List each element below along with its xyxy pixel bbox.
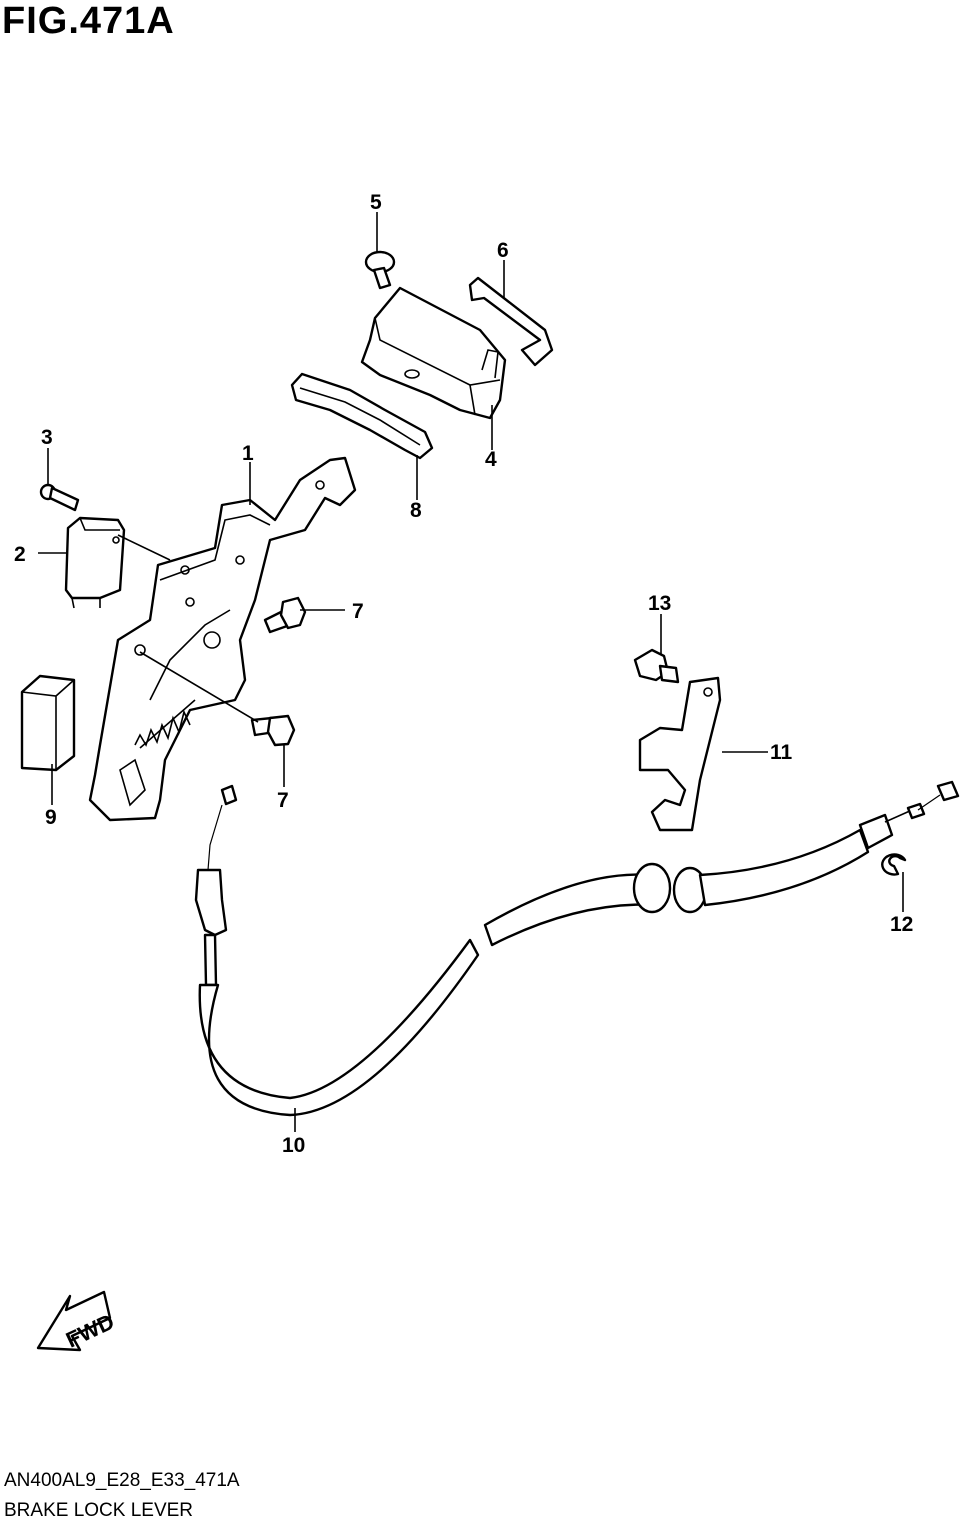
part-5-screw[interactable]: [364, 250, 396, 290]
part-9-block[interactable]: [20, 674, 76, 772]
model-code: AN400AL9_E28_E33_471A: [4, 1470, 240, 1491]
fwd-arrow-icon: FWD: [36, 1290, 118, 1353]
callout-3: 3: [41, 426, 53, 449]
part-2-switch[interactable]: [64, 516, 126, 609]
part-7-bolt-lower[interactable]: [250, 714, 296, 747]
part-4-cover[interactable]: [360, 286, 507, 420]
callout-7-lower: 7: [277, 789, 289, 812]
part-6-clip[interactable]: [468, 276, 554, 367]
callout-12: 12: [890, 913, 913, 936]
part-12-e-ring[interactable]: [881, 853, 907, 876]
leader-lines: [38, 212, 904, 1132]
callout-2: 2: [14, 543, 26, 566]
part-7-bolt-upper[interactable]: [263, 596, 307, 634]
callout-10: 10: [282, 1134, 305, 1157]
callout-13: 13: [648, 592, 671, 615]
part-3-screw[interactable]: [39, 483, 80, 512]
part-1-lever-bracket[interactable]: [88, 456, 357, 822]
callout-4: 4: [485, 448, 497, 471]
callout-1: 1: [242, 442, 254, 465]
part-8-pad[interactable]: [290, 372, 434, 460]
figure-title: FIG.471A: [2, 0, 175, 42]
part-11-bracket[interactable]: [638, 676, 722, 832]
callout-5: 5: [370, 191, 382, 214]
part-13-bolt[interactable]: [633, 648, 680, 684]
callout-11: 11: [770, 741, 793, 764]
callout-9: 9: [45, 806, 57, 829]
part-10-cable[interactable]: [194, 780, 960, 1117]
callout-8: 8: [410, 499, 422, 522]
callout-7-upper: 7: [352, 600, 364, 623]
callout-6: 6: [497, 239, 509, 262]
callout-labels: 1 2 3 4 5 6 7 7 8 9 10 11 12 13: [14, 191, 913, 1157]
figure-name: BRAKE LOCK LEVER: [4, 1500, 194, 1521]
